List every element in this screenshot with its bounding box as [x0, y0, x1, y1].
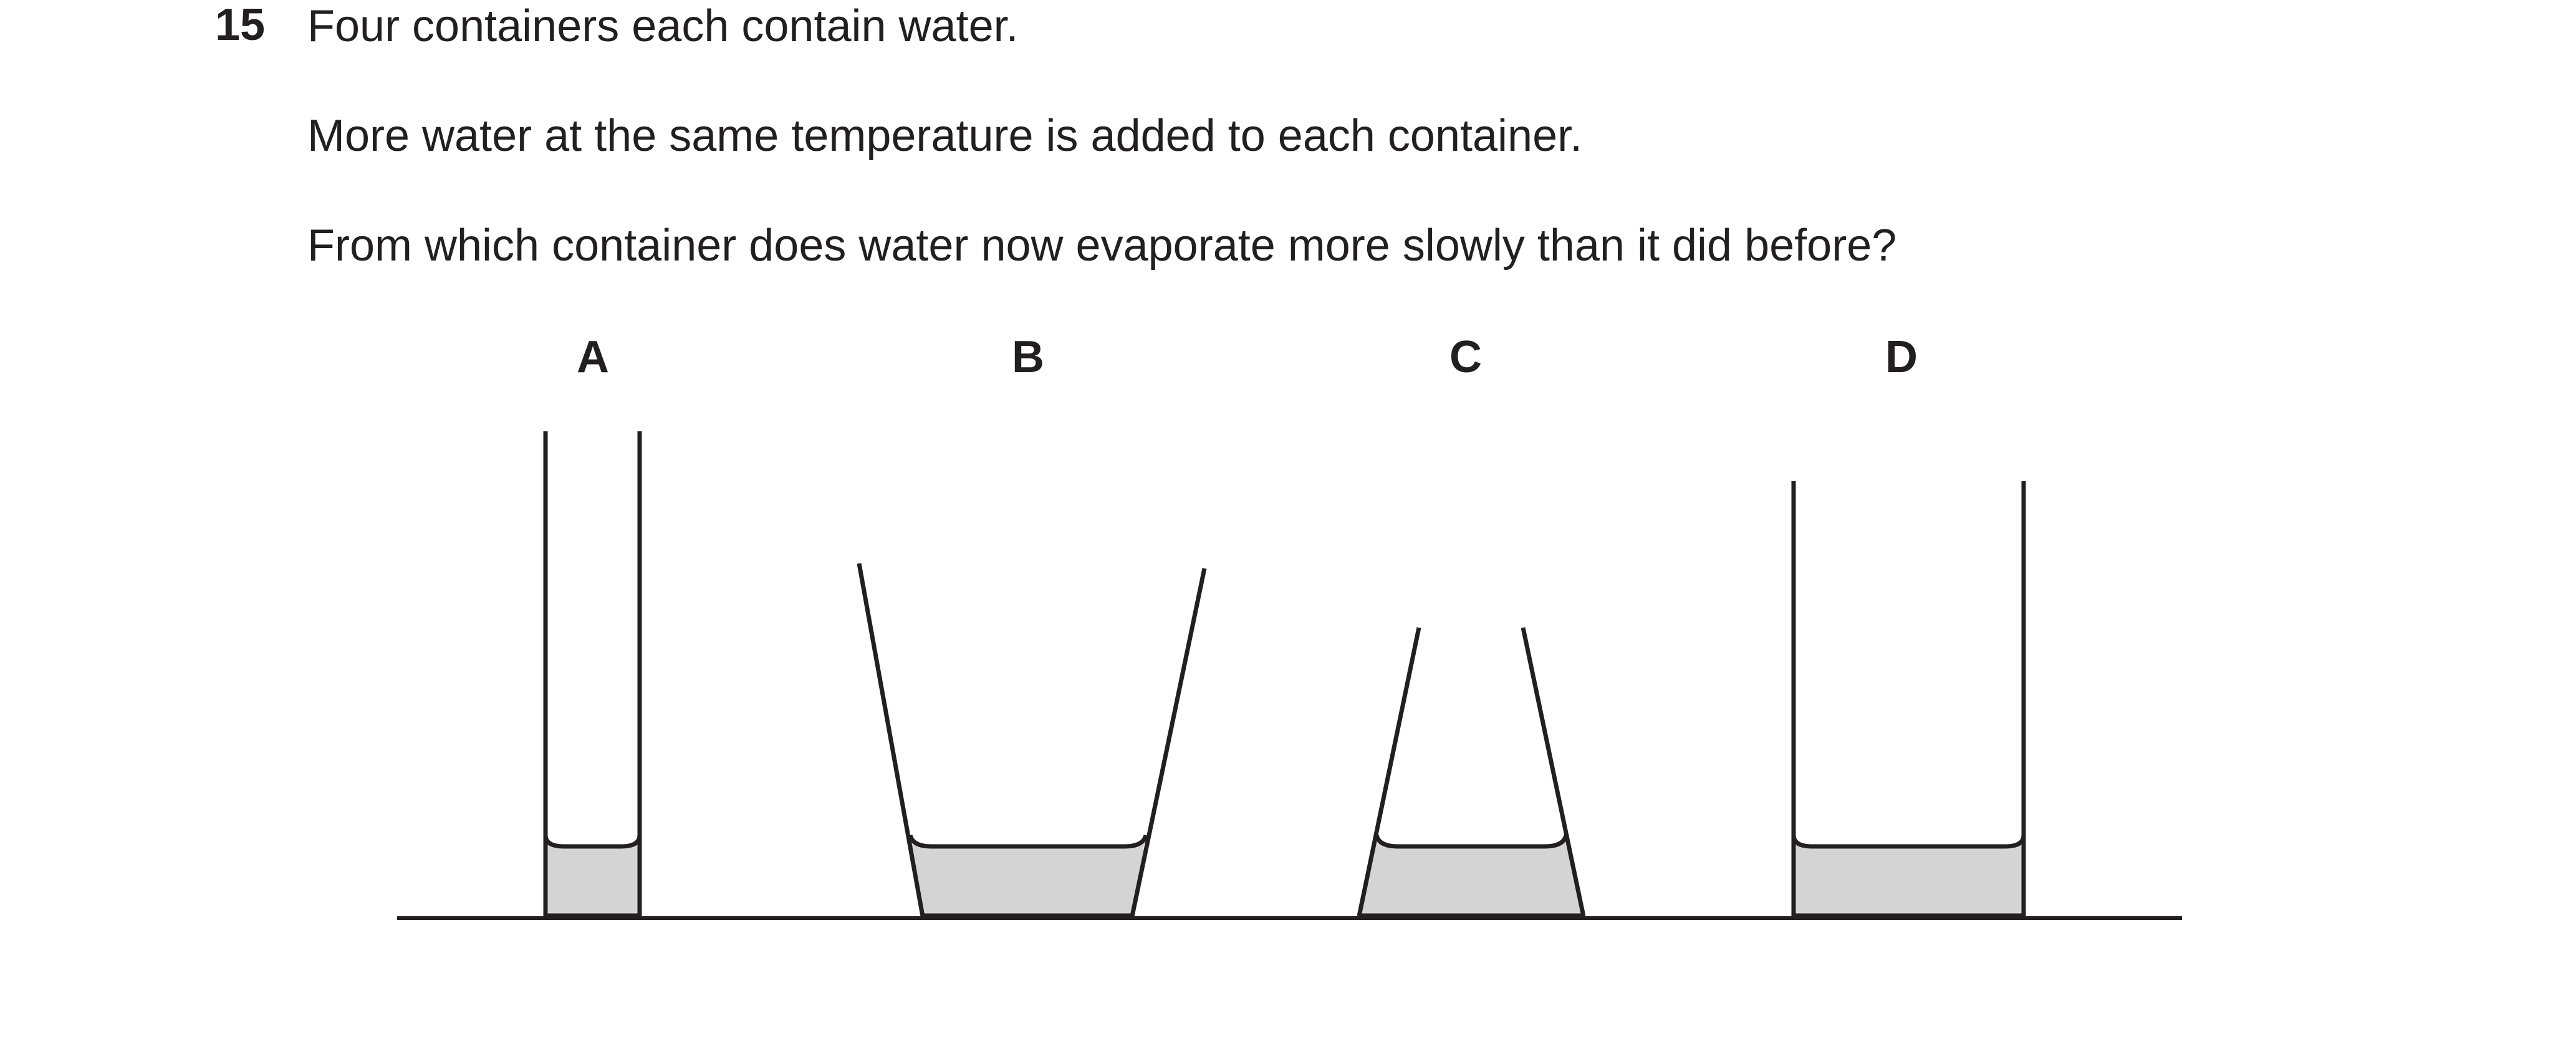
option-label-a: A	[577, 332, 609, 382]
question-text-line-3: From which container does water now evap…	[307, 221, 1897, 271]
option-label-d: D	[1885, 332, 1918, 382]
container-b	[857, 563, 1207, 919]
container-a-meniscus	[543, 835, 642, 849]
container-b-right-wall	[1130, 568, 1207, 917]
container-c-meniscus	[1374, 834, 1569, 849]
container-c-water	[1359, 835, 1584, 916]
container-a	[543, 431, 642, 919]
container-d-water	[1794, 835, 2024, 916]
question-text-line-1: Four containers each contain water.	[307, 1, 1019, 51]
question-number: 15	[215, 0, 266, 50]
container-c-right-wall	[1521, 627, 1586, 917]
container-b-meniscus	[908, 834, 1148, 849]
container-d	[1791, 481, 2026, 919]
question-text-line-2: More water at the same temperature is ad…	[307, 111, 1583, 161]
container-d-meniscus	[1791, 835, 2026, 849]
container-c	[1357, 627, 1586, 919]
container-b-left-wall	[857, 563, 925, 917]
option-label-b: B	[1012, 332, 1044, 382]
container-b-water	[910, 835, 1146, 916]
option-label-c: C	[1449, 332, 1482, 382]
container-c-left-wall	[1357, 627, 1421, 917]
container-a-water	[545, 835, 640, 916]
